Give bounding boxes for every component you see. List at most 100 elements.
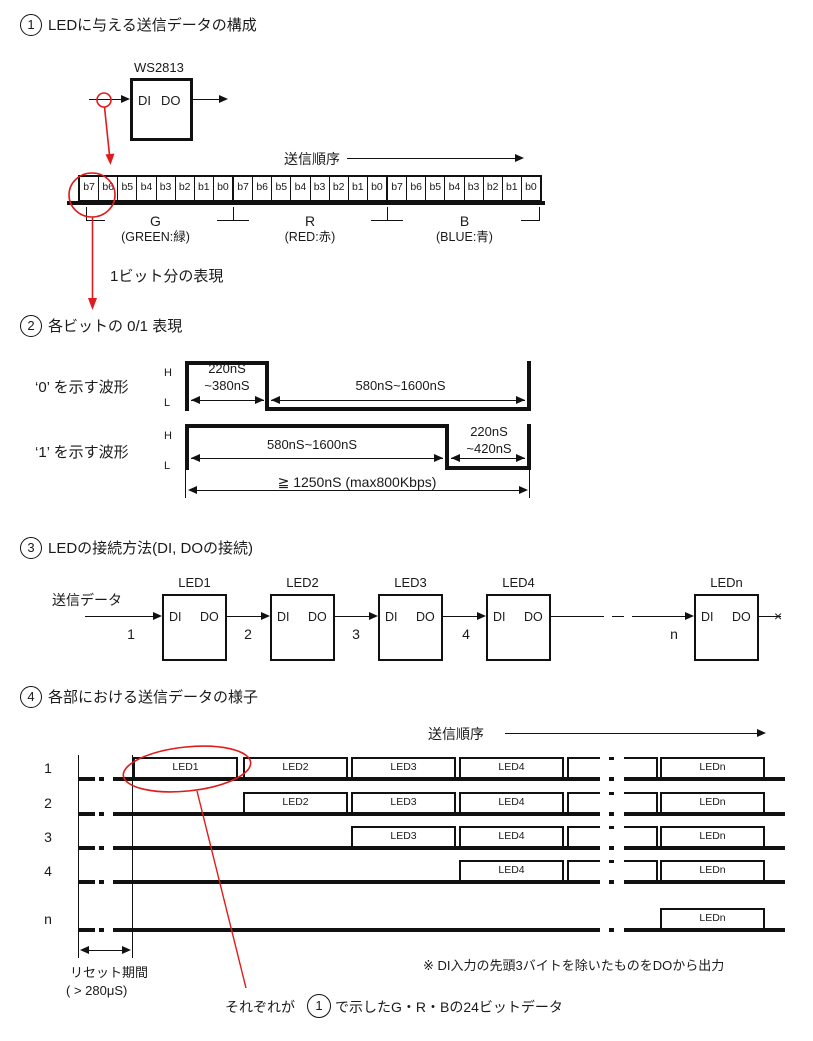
wave0-rise xyxy=(185,361,189,411)
timeline-segment xyxy=(624,812,785,816)
timing-row-label-3: 3 xyxy=(44,829,52,845)
chain-led1-label: LED1 xyxy=(178,575,211,590)
data-block-ledn: LEDn xyxy=(660,792,765,812)
chain-input-label: 送信データ xyxy=(52,592,122,608)
annotation-number-badge: 1 xyxy=(307,994,331,1018)
measure-arrowhead xyxy=(271,396,280,404)
data-block-led2: LED2 xyxy=(243,757,348,777)
bracket-line xyxy=(521,220,540,222)
bit-cell-b5: b5 xyxy=(271,177,290,200)
chain-led2-label: LED2 xyxy=(286,575,319,590)
timeline-break-dot xyxy=(99,880,104,884)
red-arrowhead xyxy=(105,153,115,165)
timeline-break-dot xyxy=(99,846,104,850)
timeline-segment xyxy=(113,846,600,850)
total-tick-left xyxy=(185,470,187,498)
wire-number-n: n xyxy=(670,626,678,642)
wave0-label: ‘0’ を示す波形 xyxy=(35,379,129,396)
wave0-h-label: H xyxy=(164,367,172,379)
bit-cell-b5: b5 xyxy=(425,177,444,200)
annotation-text-pre: それぞれが xyxy=(225,999,295,1015)
timeline-segment xyxy=(113,812,600,816)
section1-order-arrowhead xyxy=(515,154,524,162)
measure-arrow-line xyxy=(191,400,264,402)
data-block-partial-right xyxy=(624,792,658,812)
chain-wire xyxy=(227,616,264,618)
chip-input-wire xyxy=(89,99,122,101)
chip-input-arrowhead xyxy=(121,95,130,103)
wave1-high-segment xyxy=(185,424,449,428)
timeline-break-dot xyxy=(609,928,614,932)
red-leader-line xyxy=(196,790,247,989)
timeline-segment xyxy=(624,880,785,884)
chip-label: WS2813 xyxy=(134,60,184,75)
timeline-segment xyxy=(78,928,95,932)
timeline-segment xyxy=(624,846,785,850)
data-block-ledn: LEDn xyxy=(660,860,765,880)
timeline-break-dot xyxy=(99,812,104,816)
group-r-desc: (RED:赤) xyxy=(284,230,336,244)
wire-number-4: 4 xyxy=(462,626,470,642)
bit-cell-b6: b6 xyxy=(98,177,117,200)
group-b-letter: B xyxy=(459,213,470,229)
data-block-led4: LED4 xyxy=(459,826,564,846)
reset-period-label: リセット期間 xyxy=(70,965,149,980)
chain-led4-label: LED4 xyxy=(502,575,535,590)
wave0-high-time-line2: ~380nS xyxy=(204,378,250,393)
timeline-segment xyxy=(624,928,785,932)
measure-arrowhead xyxy=(188,486,197,494)
chain-led4-di: DI xyxy=(493,610,506,624)
measure-arrowhead xyxy=(191,396,200,404)
timeline-segment xyxy=(78,880,95,884)
data-block-led4: LED4 xyxy=(459,757,564,777)
chain-wire xyxy=(85,616,156,618)
wave0-low-segment xyxy=(265,407,531,411)
section4-title: 各部における送信データの様子 xyxy=(48,689,259,706)
wave0-high-segment xyxy=(185,361,269,365)
data-block-ledn: LEDn xyxy=(660,757,765,777)
wave1-high-time: 580nS~1600nS xyxy=(266,437,357,452)
annotation-text-post: で示したG・R・Bの24ビットデータ xyxy=(335,999,563,1015)
timeline-break-dot xyxy=(99,928,104,932)
chip-box xyxy=(130,78,193,141)
bit-cell-b7: b7 xyxy=(83,181,95,193)
chip-output-wire xyxy=(193,99,220,101)
bit-cell-b7: b7 xyxy=(232,177,252,200)
timeline-break-dot xyxy=(609,792,614,795)
timeline-segment xyxy=(78,777,95,781)
bit-cell-b2: b2 xyxy=(328,177,348,200)
total-period-label: ≧ 1250nS (max800Kbps) xyxy=(277,474,437,490)
timeline-break-dot xyxy=(99,777,104,781)
timeline-segment xyxy=(78,846,95,850)
bit-cell-b7: b7 xyxy=(386,177,406,200)
section2-number-badge: 2 xyxy=(20,315,42,337)
data-block-led3: LED3 xyxy=(351,792,456,812)
measure-arrowhead xyxy=(255,396,264,404)
measure-arrow-line xyxy=(82,950,129,952)
section3-title: LEDの接続方法(DI, DOの接続) xyxy=(48,540,254,557)
wire-number-3: 3 xyxy=(352,626,360,642)
measure-arrowhead xyxy=(80,946,89,954)
bit-cell-b1: b1 xyxy=(501,177,521,200)
measure-arrowhead xyxy=(122,946,131,954)
chain-wire-dash xyxy=(612,616,624,618)
timeline-segment xyxy=(113,928,600,932)
bracket-tick xyxy=(233,207,235,221)
chain-terminator: × xyxy=(774,608,783,624)
timeline-break-dot xyxy=(609,826,614,829)
timeline-break-dot xyxy=(609,860,614,863)
timing-row-label-1: 1 xyxy=(44,760,52,776)
chain-wire-arrowhead xyxy=(477,612,486,620)
bit-cell-b4: b4 xyxy=(290,177,309,200)
reset-period-value: ( > 280μS) xyxy=(66,983,128,998)
measure-arrow-line xyxy=(190,490,526,492)
section4-order-arrow-line xyxy=(505,733,763,735)
data-block-partial-left xyxy=(567,792,600,812)
bit-cell-b6: b6 xyxy=(406,177,425,200)
chain-ledn-box xyxy=(694,594,759,661)
chain-led2-box xyxy=(270,594,335,661)
data-block-led4: LED4 xyxy=(459,860,564,880)
chain-led1-box xyxy=(162,594,227,661)
bit-cell-b2: b2 xyxy=(174,177,194,200)
